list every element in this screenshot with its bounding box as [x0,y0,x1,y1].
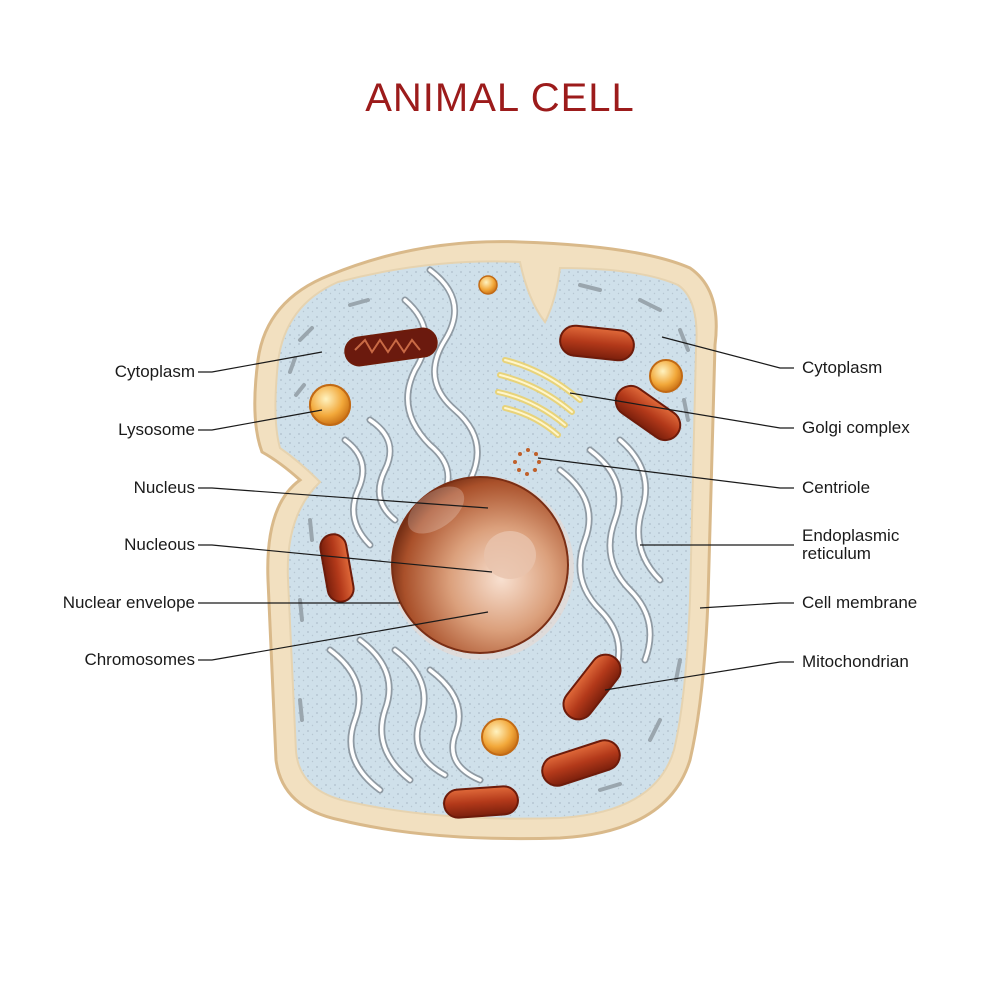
label-endoplasmic-reticulum-line2: reticulum [802,544,871,563]
centriole-shape [513,448,541,476]
leader-lines [198,336,794,691]
label-nucleolus: Nucleous [124,535,195,554]
lysosome-shape [481,718,519,756]
label-mitochondrian: Mitochondrian [802,652,909,671]
label-cytoplasm-left: Cytoplasm [114,362,195,381]
mitochondria-shapes [319,324,682,819]
label-nuclear-envelope: Nuclear envelope [62,593,195,612]
label-endoplasmic-reticulum-line1: Endoplasmic [802,526,900,545]
label-chromosomes: Chromosomes [84,650,195,669]
diagram-title: ANIMAL CELL [365,76,635,120]
label-cell-membrane: Cell membrane [802,593,918,612]
label-lysosome: Lysosome [118,420,195,439]
label-golgi-complex: Golgi complex [802,418,910,437]
nucleolus-shape [484,531,536,579]
lysosome-shape [478,275,498,295]
lysosome-shape [649,359,683,393]
label-centriole: Centriole [802,478,871,497]
label-nucleus: Nucleus [133,478,195,497]
label-cytoplasm-right: Cytoplasm [802,358,883,377]
